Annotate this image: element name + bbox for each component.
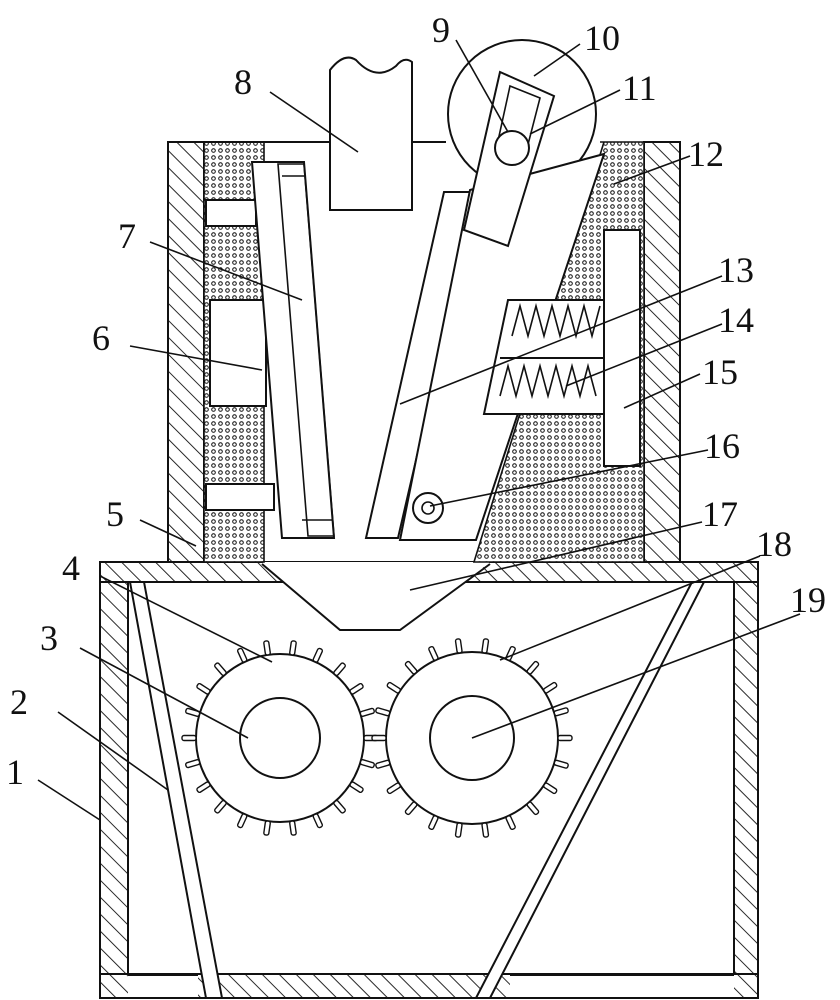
- roller-tooth: [375, 759, 391, 769]
- label-4: 4: [62, 548, 80, 588]
- roller-tooth: [553, 707, 569, 717]
- roller-tooth: [289, 820, 297, 836]
- crank-pin: [494, 130, 530, 166]
- roller-tooth: [386, 782, 401, 795]
- label-3: 3: [40, 618, 58, 658]
- label-5: 5: [106, 494, 124, 534]
- roller-tooth: [543, 681, 558, 694]
- label-16: 16: [704, 426, 740, 466]
- label-8: 8: [234, 62, 252, 102]
- label-15: 15: [702, 352, 738, 392]
- roller-tooth: [333, 799, 346, 814]
- left-crushing-plate: [250, 161, 336, 539]
- label-19: 19: [790, 580, 826, 620]
- roller-tooth: [263, 640, 271, 656]
- roller-tooth: [557, 734, 573, 742]
- leader-lines: [37, 39, 801, 821]
- roller-tooth: [505, 815, 516, 831]
- label-7: 7: [118, 216, 136, 256]
- roller-tooth: [236, 647, 248, 663]
- label-13: 13: [718, 250, 754, 290]
- left-support-blocks: [205, 199, 275, 511]
- roller-tooth: [505, 645, 516, 661]
- roller-tooth: [526, 660, 540, 675]
- left-guide-plate: [128, 581, 224, 999]
- roller-tooth: [359, 759, 375, 769]
- roller-tooth: [481, 638, 490, 654]
- spring-assembly: [482, 299, 605, 415]
- roller-tooth: [289, 640, 297, 656]
- right-backing-plate: [603, 229, 641, 467]
- roller-tooth: [263, 820, 271, 836]
- part-labels: 1 2 3 4 5 6 7 8 9 10 11 12 13 14 15 16 1…: [6, 10, 826, 792]
- roller-tooth: [196, 781, 211, 794]
- label-18: 18: [756, 524, 792, 564]
- label-9: 9: [432, 10, 450, 50]
- roller-tooth: [333, 662, 346, 677]
- roller-tooth: [185, 707, 201, 717]
- label-6: 6: [92, 318, 110, 358]
- label-1: 1: [6, 752, 24, 792]
- roller-tooth: [236, 813, 248, 829]
- right-guide-plate: [474, 581, 706, 999]
- roller-tooth: [214, 662, 227, 677]
- hinge-pin: [412, 492, 444, 524]
- label-12: 12: [688, 134, 724, 174]
- roller-tooth: [404, 660, 418, 675]
- roller-tooth: [349, 682, 364, 695]
- roller-tooth: [553, 759, 569, 769]
- roller-tooth: [371, 734, 387, 742]
- label-2: 2: [10, 682, 28, 722]
- roller-tooth: [428, 645, 439, 661]
- roller-tooth: [185, 759, 201, 769]
- motor-housing: [329, 56, 413, 211]
- roller-tooth: [526, 801, 540, 816]
- roller-tooth: [543, 782, 558, 795]
- roller-tooth: [454, 638, 463, 654]
- roller-tooth: [386, 681, 401, 694]
- roller-tooth: [428, 815, 439, 831]
- label-10: 10: [584, 18, 620, 58]
- roller-shaft: [239, 697, 321, 779]
- roller-tooth: [359, 707, 375, 717]
- left-crushing-roller: [181, 640, 379, 836]
- roller-tooth: [481, 822, 490, 838]
- roller-tooth: [214, 799, 227, 814]
- roller-tooth: [196, 682, 211, 695]
- roller-tooth: [375, 707, 391, 717]
- label-17: 17: [702, 494, 738, 534]
- label-14: 14: [718, 300, 754, 340]
- roller-tooth: [454, 822, 463, 838]
- roller-tooth: [312, 813, 324, 829]
- feed-hopper: [261, 562, 491, 632]
- roller-tooth: [404, 801, 418, 816]
- roller-tooth: [312, 647, 324, 663]
- roller-tooth: [181, 734, 197, 742]
- roller-tooth: [349, 781, 364, 794]
- label-11: 11: [622, 68, 657, 108]
